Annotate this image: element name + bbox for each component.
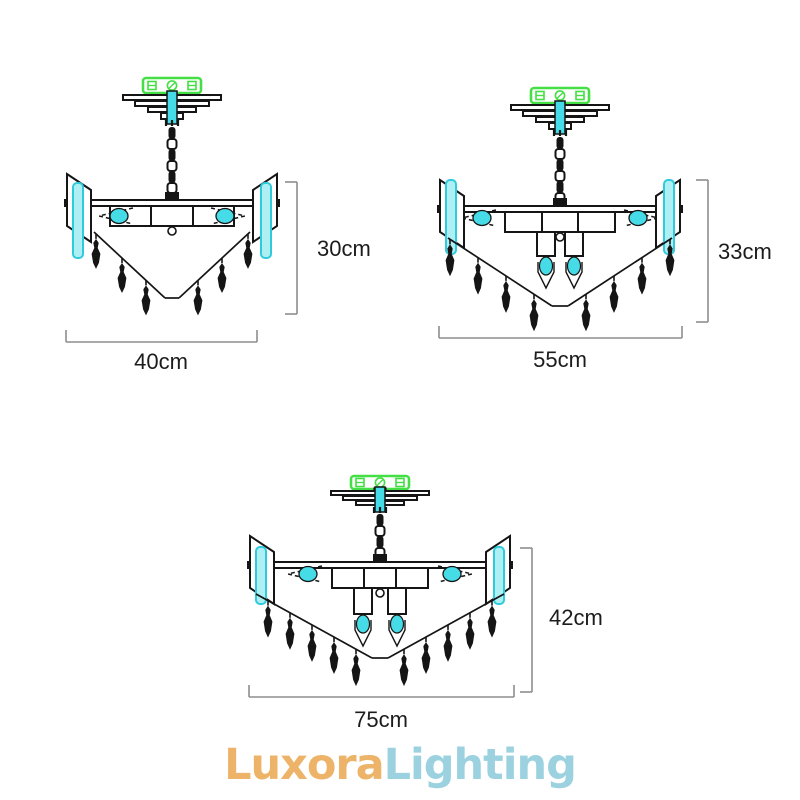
width-dimension-line <box>248 685 515 698</box>
side-candle-bulb <box>461 209 497 227</box>
crystal-drop <box>501 280 511 313</box>
width-dimension-line <box>438 326 683 339</box>
flame-bulb <box>566 256 582 276</box>
crystal-drop <box>473 262 483 295</box>
crystal-drop <box>665 244 675 277</box>
drop-wire <box>93 231 166 299</box>
width-label-medium: 55cm <box>533 347 587 372</box>
candle-tube <box>353 587 373 648</box>
brand-name-primary: Luxora <box>224 740 385 790</box>
height-dimension-line <box>696 179 709 323</box>
crystal-drop <box>421 642 431 675</box>
crystal-drop <box>351 654 361 687</box>
drop-wire <box>178 231 251 299</box>
height-dimension-line <box>520 547 533 693</box>
crystal-drop <box>141 285 151 316</box>
width-label-large: 75cm <box>354 707 408 732</box>
crystal-drops <box>445 237 675 332</box>
chandelier-drawing-medium <box>437 86 683 332</box>
width-dimension-line <box>65 330 258 343</box>
dimension-labels: 30cm 40cm 33cm 55cm 42cm 75cm <box>134 236 772 732</box>
stem <box>166 90 178 125</box>
crystal-drop <box>243 238 253 269</box>
crystal-bar <box>493 546 505 605</box>
canopy <box>122 90 222 126</box>
canopy <box>330 486 430 513</box>
crystal-drops <box>91 231 253 316</box>
crystal-bar <box>255 546 267 605</box>
height-label-small: 30cm <box>317 236 371 261</box>
end-crystal-left <box>439 178 465 255</box>
arm-bar <box>64 192 280 207</box>
candle-tube <box>564 231 584 290</box>
crystal-drop <box>445 244 455 277</box>
center-body <box>109 205 235 236</box>
end-crystal-left <box>66 172 92 259</box>
height-dimension-line <box>285 181 298 315</box>
crystal-drop <box>637 262 647 295</box>
height-label-medium: 33cm <box>718 239 772 264</box>
chain <box>554 137 566 206</box>
crystal-drop <box>193 285 203 316</box>
side-candle-bulb <box>623 209 659 227</box>
arm-bar <box>437 198 683 213</box>
flame-bulb <box>355 614 371 634</box>
brand-name-secondary: Lighting <box>383 740 577 790</box>
center-body <box>331 567 429 598</box>
candle-tube <box>536 231 556 290</box>
finial-knob <box>167 226 177 236</box>
crystal-drop <box>529 299 539 332</box>
flame-bulb <box>389 614 405 634</box>
crystal-bar <box>260 182 272 259</box>
end-crystal-right <box>485 534 511 606</box>
drop-wire <box>255 593 373 659</box>
side-candle-bulb <box>98 207 134 225</box>
chain <box>166 127 178 200</box>
crystal-bar <box>72 182 84 259</box>
crystal-drop <box>117 263 127 294</box>
candle-tube <box>387 587 407 648</box>
crystal-drop <box>329 642 339 675</box>
crystal-drop <box>443 629 453 662</box>
finial-knob <box>375 588 385 598</box>
crystal-drop <box>487 605 497 638</box>
dimension-lines <box>65 179 709 698</box>
crystal-drop <box>263 605 273 638</box>
crystal-drops <box>255 593 505 687</box>
crystal-drop <box>307 629 317 662</box>
crystal-drop <box>217 263 227 294</box>
stem <box>554 100 566 135</box>
center-body <box>504 211 616 242</box>
end-crystal-right <box>252 172 278 259</box>
canopy <box>510 100 610 136</box>
drop-wire <box>387 593 505 659</box>
arm-bar <box>247 554 513 569</box>
side-candle-bulb <box>437 565 473 583</box>
side-candle-bulb <box>287 565 323 583</box>
end-crystal-left <box>249 534 275 606</box>
chandelier-drawing-small <box>64 76 280 316</box>
flame-bulb <box>538 256 554 276</box>
width-label-small: 40cm <box>134 349 188 374</box>
brand-logo: LuxoraLighting <box>0 740 800 790</box>
end-crystal-right <box>655 178 681 255</box>
chandelier-drawing-large <box>247 474 513 687</box>
crystal-drop <box>399 654 409 687</box>
crystal-drop <box>285 617 295 650</box>
crystal-drop <box>465 617 475 650</box>
crystal-drop <box>91 238 101 269</box>
height-label-large: 42cm <box>549 605 603 630</box>
side-candle-bulb <box>210 207 246 225</box>
finial-knob <box>555 232 565 242</box>
crystal-drop <box>609 280 619 313</box>
crystal-drop <box>581 299 591 332</box>
